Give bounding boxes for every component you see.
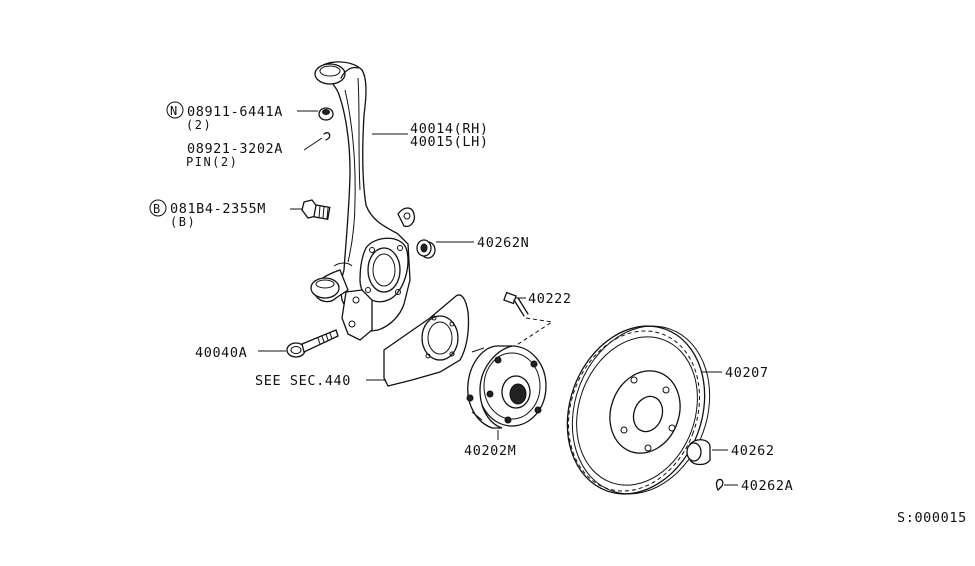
retaining-pin[interactable] (715, 478, 724, 491)
brake-rotor[interactable] (545, 307, 733, 514)
backing-plate[interactable] (383, 294, 470, 387)
knuckle-bolt[interactable] (301, 199, 331, 221)
spindle-bolt-part-number[interactable]: 40040A (195, 345, 247, 361)
retaining-pin-part-number[interactable]: 40262A (741, 478, 793, 494)
grease-seal[interactable] (416, 239, 436, 259)
knuckle-rh-part-number[interactable]: 40014(RH) (410, 121, 489, 137)
hub-bolt-part-number[interactable]: 40222 (528, 291, 572, 307)
seal-part-number[interactable]: 40262N (477, 235, 529, 251)
grease-cap[interactable] (686, 439, 711, 466)
knuckle-lh-part-number[interactable]: 40015(LH) (410, 134, 489, 150)
hub-bolt[interactable] (503, 291, 529, 317)
pin-part-number[interactable]: 08921-3202A (187, 141, 283, 157)
bolt-code-circle (149, 199, 167, 217)
bolt-part-number[interactable]: 081B4-2355M (170, 201, 266, 217)
pin-name: PIN(2) (186, 155, 238, 169)
nut-part-number[interactable]: 08911-6441A (187, 104, 283, 120)
rotor-part-number[interactable]: 40207 (725, 365, 769, 381)
nut-quantity: (2) (186, 118, 212, 132)
diagram-id: S:000015 (897, 510, 967, 526)
see-section-reference[interactable]: SEE SEC.440 (255, 373, 351, 389)
steering-knuckle[interactable] (310, 61, 416, 341)
cap-part-number[interactable]: 40262 (731, 443, 775, 459)
wheel-hub[interactable] (466, 345, 547, 429)
cotter-pin[interactable] (323, 132, 331, 141)
spindle-bolt[interactable] (286, 329, 339, 358)
lock-nut[interactable] (318, 107, 334, 121)
hub-part-number[interactable]: 40202M (464, 443, 516, 459)
bolt-quantity: (B) (170, 215, 196, 229)
nut-code: N (170, 104, 179, 118)
nut-code-circle (166, 101, 184, 119)
bolt-code: B (153, 202, 162, 216)
